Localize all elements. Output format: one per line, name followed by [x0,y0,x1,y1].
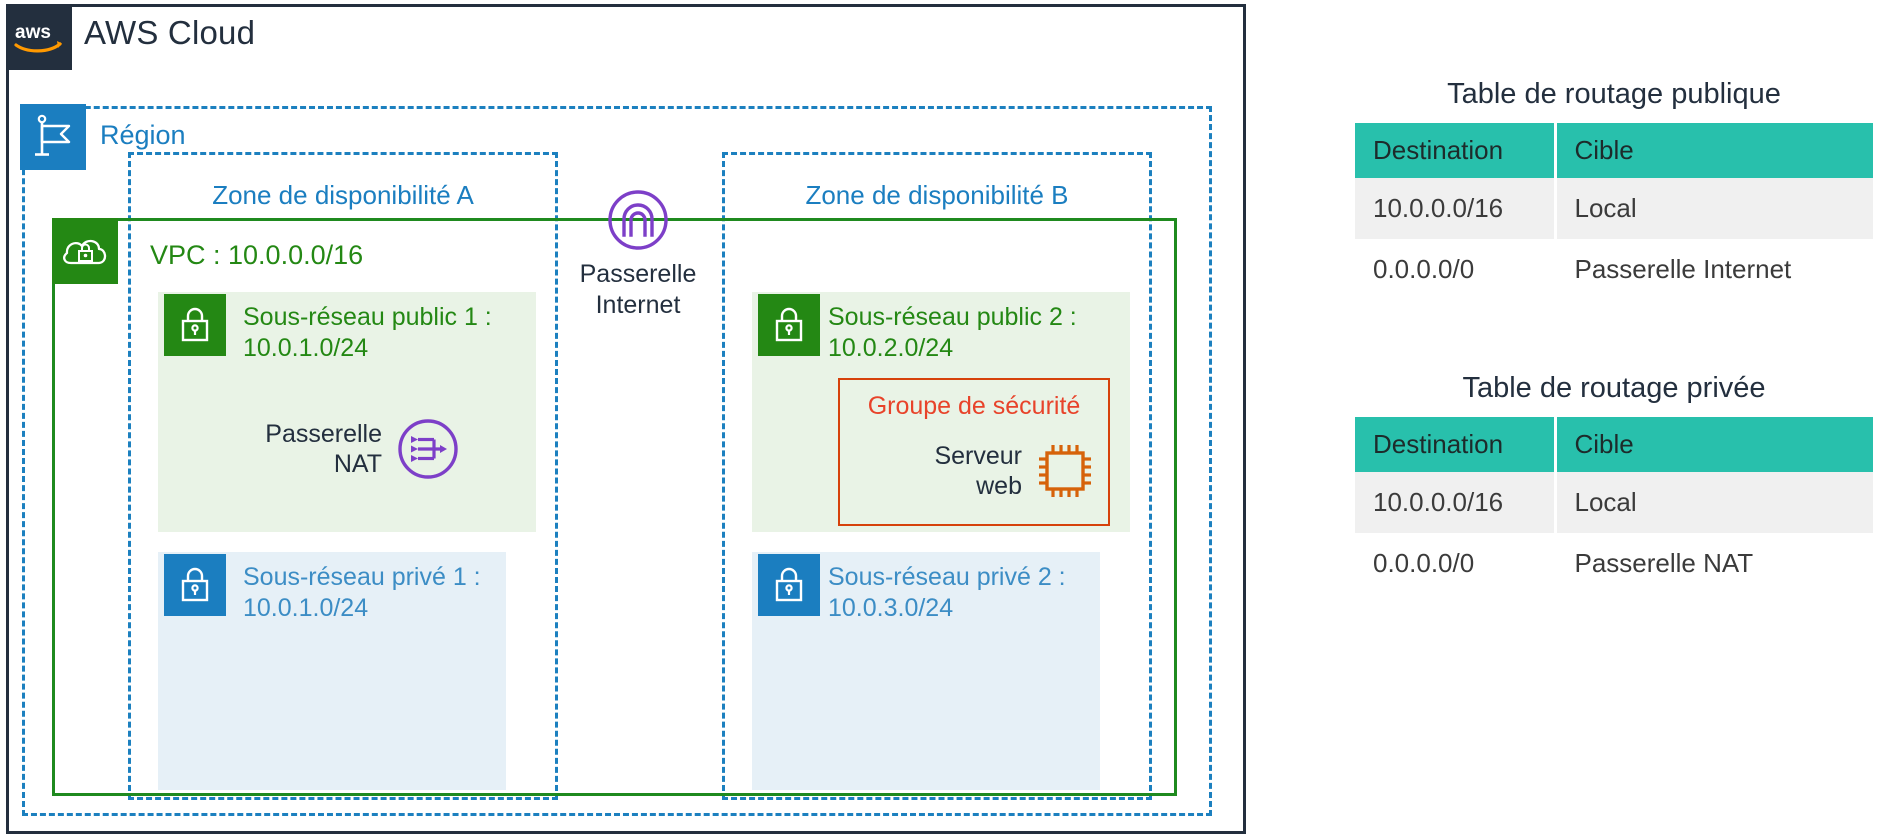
table-row: 0.0.0.0/0 Passerelle NAT [1355,533,1873,594]
subnet-lock-icon [164,554,226,616]
vpc-label: VPC : 10.0.0.0/16 [150,240,364,270]
private-route-table-title: Table de routage privée [1462,372,1766,404]
public-subnet-2-label: Sous-réseau public 2 : 10.0.2.0/24 [828,302,1077,364]
public-subnet-1-name: Sous-réseau public 1 : [243,303,492,331]
public-subnet-1-cidr: 10.0.1.0/24 [243,334,369,362]
web-server-node: Serveur web [858,440,1096,502]
cell-destination: 0.0.0.0/0 [1355,533,1557,594]
nat-gateway-line2: NAT [333,450,382,478]
nat-gateway-icon [396,417,460,481]
cell-destination: 10.0.0.0/16 [1355,178,1557,239]
cell-target: Local [1555,178,1873,239]
cell-destination: 10.0.0.0/16 [1355,472,1557,533]
table-row: 10.0.0.0/16 Local [1355,178,1873,239]
aws-cloud-title: AWS Cloud [84,14,256,51]
internet-gateway-glyph [608,190,668,250]
region-container [22,106,1212,816]
table-header-row: Destination Cible [1355,417,1873,472]
nat-gateway-line1: Passerelle [265,420,382,448]
aws-logo-icon: aws [6,4,72,70]
cell-target: Passerelle Internet [1555,239,1873,300]
internet-gateway-line1: Passerelle [579,260,697,288]
security-group-label: Groupe de sécurité [867,392,1081,420]
private-subnet-1-name: Sous-réseau privé 1 : [243,563,481,591]
ec2-instance-icon [1034,440,1096,502]
lock-glyph [181,567,209,602]
column-header-target: Cible [1555,123,1873,178]
internet-gateway-label: Passerelle Internet [563,259,713,321]
private-subnet-2-label: Sous-réseau privé 2 : 10.0.3.0/24 [828,562,1066,624]
cell-destination: 0.0.0.0/0 [1355,239,1557,300]
nat-gateway-label: Passerelle NAT [225,419,382,479]
flag-glyph [35,114,71,156]
aws-logo-glyph: aws [14,22,62,53]
subnet-lock-icon [164,294,226,356]
security-group-container [838,378,1110,526]
internet-gateway-node: Passerelle Internet [563,187,713,321]
private-route-table-block: Table de routage privée Destination Cibl… [1355,372,1873,594]
availability-zone-a-container [128,152,558,800]
public-route-table: Destination Cible 10.0.0.0/16 Local 0.0.… [1355,123,1873,300]
svg-text:aws: aws [15,22,51,43]
table-row: 0.0.0.0/0 Passerelle Internet [1355,239,1873,300]
nat-gateway-glyph [398,419,458,479]
availability-zone-a-label: Zone de disponibilité A [212,180,474,210]
private-subnet-2-cidr: 10.0.3.0/24 [828,594,954,622]
flag-icon [20,104,86,170]
vpc-container [52,218,1177,796]
web-server-label: Serveur web [858,441,1022,501]
nat-gateway-node: Passerelle NAT [225,410,460,488]
column-header-destination: Destination [1355,123,1557,178]
cell-target: Local [1555,472,1873,533]
region-label: Région [100,120,186,150]
table-header-row: Destination Cible [1355,123,1873,178]
column-header-destination: Destination [1355,417,1557,472]
private-subnet-2-name: Sous-réseau privé 2 : [828,563,1066,591]
vpc-cloud-lock-glyph [63,239,107,265]
internet-gateway-icon [563,187,713,253]
subnet-lock-icon [758,294,820,356]
web-server-line2: web [976,472,1022,500]
private-subnet-1-label: Sous-réseau privé 1 : 10.0.1.0/24 [243,562,481,624]
lock-glyph [775,567,803,602]
public-subnet-2-cidr: 10.0.2.0/24 [828,334,954,362]
internet-gateway-line2: Internet [595,291,681,319]
private-route-table: Destination Cible 10.0.0.0/16 Local 0.0.… [1355,417,1873,594]
lock-glyph [181,307,209,342]
web-server-line1: Serveur [934,442,1022,470]
public-subnet-1-label: Sous-réseau public 1 : 10.0.1.0/24 [243,302,492,364]
public-route-table-block: Table de routage publique Destination Ci… [1355,78,1873,300]
lock-glyph [775,307,803,342]
private-subnet-1-cidr: 10.0.1.0/24 [243,594,369,622]
table-row: 10.0.0.0/16 Local [1355,472,1873,533]
availability-zone-b-container [722,152,1152,800]
column-header-target: Cible [1555,417,1873,472]
public-subnet-2-name: Sous-réseau public 2 : [828,303,1077,331]
public-route-table-title: Table de routage publique [1447,78,1781,110]
cell-target: Passerelle NAT [1555,533,1873,594]
subnet-lock-icon [758,554,820,616]
ec2-chip-glyph [1039,445,1091,497]
availability-zone-b-label: Zone de disponibilité B [805,180,1069,210]
vpc-cloud-lock-icon [52,218,118,284]
